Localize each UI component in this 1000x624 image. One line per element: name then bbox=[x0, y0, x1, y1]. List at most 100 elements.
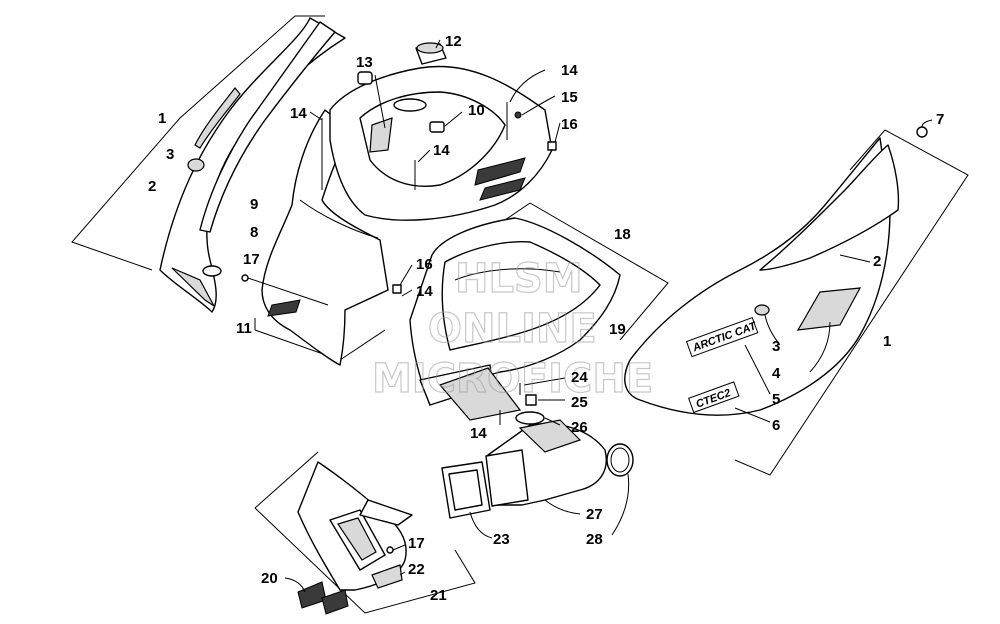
callout-14-hood-mid: 14 bbox=[433, 142, 450, 159]
leader-14-left bbox=[309, 111, 323, 121]
callout-7: 7 bbox=[936, 111, 944, 128]
left-panel-lower-trim bbox=[171, 267, 215, 307]
right-side-panel: ARCTIC CAT CTEC2 bbox=[624, 119, 969, 476]
nose-pan bbox=[241, 109, 389, 366]
leader-24 bbox=[523, 377, 566, 386]
callout-27: 27 bbox=[586, 506, 603, 523]
air-box-inner bbox=[441, 240, 601, 351]
belly-pan-inner-window bbox=[337, 517, 377, 561]
pin-7 bbox=[916, 126, 928, 138]
watermark-line3: MICROFICHE bbox=[372, 356, 653, 402]
nose-pan-vent bbox=[267, 299, 301, 317]
leader-26 bbox=[544, 417, 561, 426]
hood-left-vent bbox=[369, 117, 393, 153]
callout-24: 24 bbox=[571, 369, 588, 386]
rivet-17-belly bbox=[386, 546, 394, 554]
air-box-front-face bbox=[438, 367, 522, 421]
hood-opening bbox=[393, 98, 427, 112]
left-panel-trim bbox=[194, 87, 241, 149]
clip-25 bbox=[525, 394, 537, 406]
leader-14-top bbox=[509, 69, 546, 103]
callout-14-hood-left: 14 bbox=[290, 105, 307, 122]
callout-4: 4 bbox=[772, 365, 781, 382]
watermark-line2: ONLINE bbox=[428, 306, 597, 352]
callout-17-left: 17 bbox=[243, 251, 260, 268]
seal-26 bbox=[515, 411, 545, 425]
air-intake bbox=[441, 377, 634, 539]
callout-1-right: 1 bbox=[883, 333, 891, 350]
clip-16-airbox bbox=[392, 284, 402, 294]
right-side-panel-inner bbox=[759, 144, 900, 271]
leader-14-airbox bbox=[401, 289, 413, 297]
leader-10 bbox=[444, 111, 463, 127]
callout-22: 22 bbox=[408, 561, 425, 578]
callout-14-intake: 14 bbox=[470, 425, 487, 442]
bracket-right-panel bbox=[734, 129, 969, 476]
callout-26: 26 bbox=[571, 419, 588, 436]
clamp-28-inner bbox=[610, 447, 630, 473]
leader-20 bbox=[284, 577, 306, 593]
leader-13 bbox=[374, 74, 386, 129]
bracket-20-b bbox=[321, 589, 349, 615]
left-side-panel-inner bbox=[199, 21, 336, 233]
callout-2-right: 2 bbox=[873, 253, 881, 270]
leader-16-top bbox=[554, 122, 561, 143]
callout-20: 20 bbox=[261, 570, 278, 587]
callout-15: 15 bbox=[561, 89, 578, 106]
hood-right-vent-2 bbox=[479, 177, 526, 201]
leader-2-right bbox=[839, 254, 871, 263]
callout-11: 11 bbox=[236, 320, 252, 337]
callout-6: 6 bbox=[772, 417, 780, 434]
callout-13: 13 bbox=[356, 54, 373, 71]
leader-28 bbox=[611, 473, 630, 536]
callout-2-left: 2 bbox=[148, 178, 156, 195]
leader-23 bbox=[469, 511, 493, 539]
hood-windshield-area bbox=[359, 91, 506, 187]
air-box-rib bbox=[454, 268, 561, 281]
leader-15 bbox=[521, 95, 556, 116]
intake-duct-27-mouth bbox=[485, 449, 529, 507]
left-panel-fastener bbox=[187, 158, 205, 172]
callout-3-right: 3 bbox=[772, 338, 780, 355]
callout-18: 18 bbox=[614, 226, 631, 243]
leader-6 bbox=[734, 407, 771, 423]
windshield-clip-10 bbox=[429, 121, 445, 133]
leader-3-right bbox=[764, 314, 781, 346]
callout-10: 10 bbox=[468, 102, 485, 119]
bracket-belly bbox=[254, 451, 476, 614]
leader-5 bbox=[744, 344, 771, 395]
hood-right-vent bbox=[474, 157, 526, 186]
hood bbox=[309, 39, 561, 221]
leader-7 bbox=[921, 119, 933, 128]
leader-17-belly bbox=[392, 544, 406, 551]
belly-pan bbox=[254, 451, 476, 615]
bracket-airbox bbox=[504, 202, 669, 341]
callout-23: 23 bbox=[493, 531, 510, 548]
leader-14-mid bbox=[417, 149, 431, 163]
callout-8: 8 bbox=[250, 224, 258, 241]
intake-boot-23-inner bbox=[448, 469, 483, 511]
nut-15 bbox=[514, 111, 522, 119]
clip-16-right bbox=[547, 141, 557, 151]
callout-3-left: 3 bbox=[166, 146, 174, 163]
leader-4 bbox=[809, 321, 831, 373]
callout-21: 21 bbox=[430, 587, 447, 604]
air-box bbox=[392, 202, 669, 425]
callout-14-hood-right: 14 bbox=[561, 62, 578, 79]
belly-pan-flap bbox=[359, 499, 413, 526]
callout-5: 5 bbox=[772, 391, 780, 408]
right-panel-trim-4 bbox=[796, 287, 862, 331]
leader-16-airbox bbox=[399, 264, 413, 286]
callout-16-airbox: 16 bbox=[416, 256, 433, 273]
callout-9: 9 bbox=[250, 196, 258, 213]
watermark-line1: HLSM bbox=[455, 256, 583, 302]
callout-17-belly: 17 bbox=[408, 535, 425, 552]
leader-12 bbox=[435, 39, 441, 49]
callout-19: 19 bbox=[609, 321, 626, 338]
callout-25: 25 bbox=[571, 394, 588, 411]
right-side-panel-outer bbox=[624, 137, 891, 416]
gauge-cap-rim bbox=[416, 42, 444, 54]
decal-22 bbox=[371, 564, 403, 589]
leader-27 bbox=[544, 499, 581, 515]
